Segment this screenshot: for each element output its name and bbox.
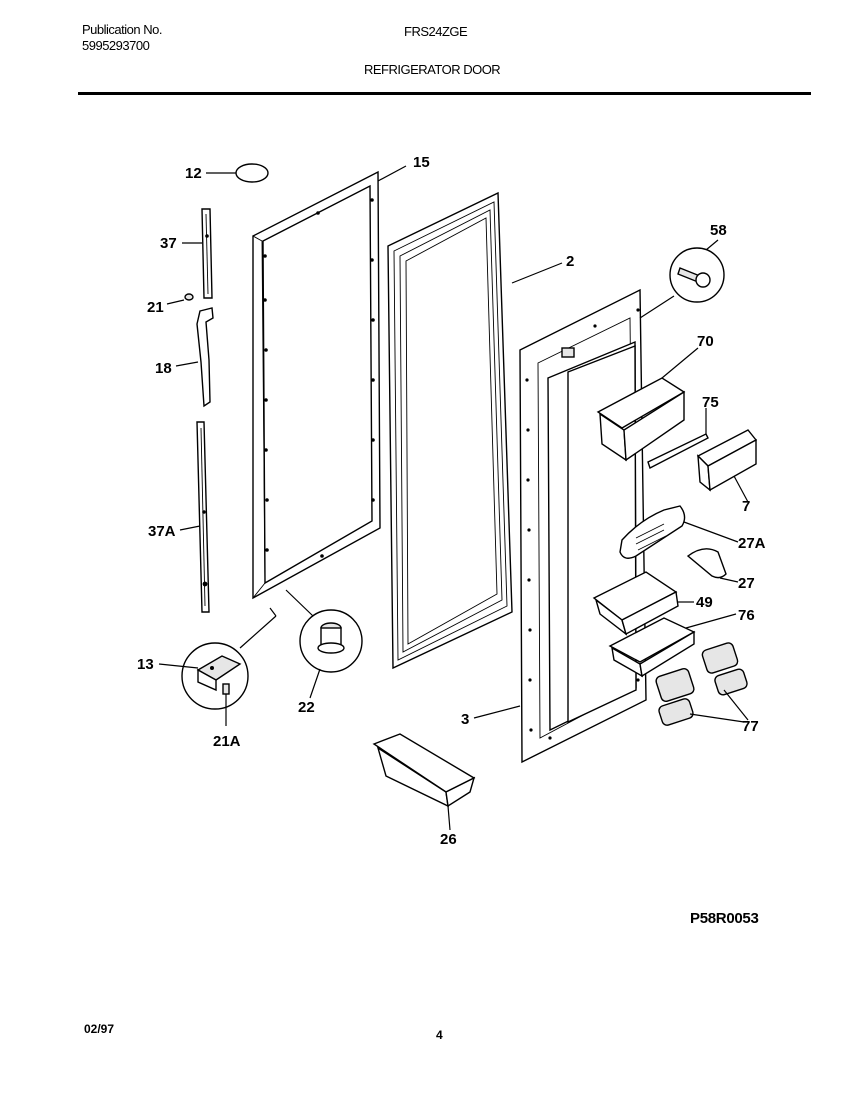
callout-13: 13 — [137, 656, 154, 673]
part-2-gasket — [387, 191, 563, 670]
part-77-pads — [655, 642, 749, 726]
part-27a-dairy-door — [619, 505, 739, 559]
callout-76: 76 — [738, 607, 755, 624]
part-26-bin — [372, 733, 476, 831]
callout-2: 2 — [566, 253, 574, 270]
part-27-hinge-bar — [686, 548, 739, 583]
callout-15: 15 — [413, 154, 430, 171]
footer-page-number: 4 — [436, 1028, 443, 1042]
callout-70: 70 — [697, 333, 714, 350]
callout-18: 18 — [155, 360, 172, 377]
callout-12: 12 — [185, 165, 202, 182]
figure-code: P58R0053 — [690, 910, 759, 927]
part-22-cam — [285, 589, 363, 699]
part-70-shelf — [596, 347, 699, 462]
publication-number: 5995293700 — [82, 38, 150, 53]
callout-21a: 21A — [213, 733, 241, 750]
callout-27a: 27A — [738, 535, 766, 552]
part-21a-screw — [222, 683, 230, 726]
part-49-bin — [592, 571, 694, 636]
part-75-trim — [647, 408, 709, 469]
callout-21: 21 — [147, 299, 164, 316]
part-37-strip — [182, 208, 213, 299]
part-7-cover — [696, 429, 758, 503]
callout-26: 26 — [440, 831, 457, 848]
part-13-bracket — [158, 607, 277, 710]
callout-3: 3 — [461, 711, 469, 728]
part-76-shelf — [608, 613, 737, 678]
callout-37a: 37A — [148, 523, 176, 540]
callout-77: 77 — [742, 718, 759, 735]
header-rule — [78, 92, 811, 95]
footer-date: 02/97 — [84, 1022, 115, 1036]
callout-27: 27 — [738, 575, 755, 592]
callout-75: 75 — [702, 394, 719, 411]
model-number: FRS24ZGE — [404, 24, 468, 39]
publication-label: Publication No. — [82, 22, 162, 37]
part-58-screw — [639, 239, 725, 319]
callout-7: 7 — [742, 498, 750, 515]
part-15-door-frame — [252, 165, 407, 600]
section-title: REFRIGERATOR DOOR — [364, 62, 501, 77]
part-18-hinge — [175, 307, 214, 408]
callout-37: 37 — [160, 235, 177, 252]
callout-22: 22 — [298, 699, 315, 716]
callout-58: 58 — [710, 222, 727, 239]
callout-49: 49 — [696, 594, 713, 611]
part-12-plug — [206, 163, 269, 183]
part-21-screw — [166, 293, 194, 305]
part-37a-strip — [179, 421, 210, 613]
